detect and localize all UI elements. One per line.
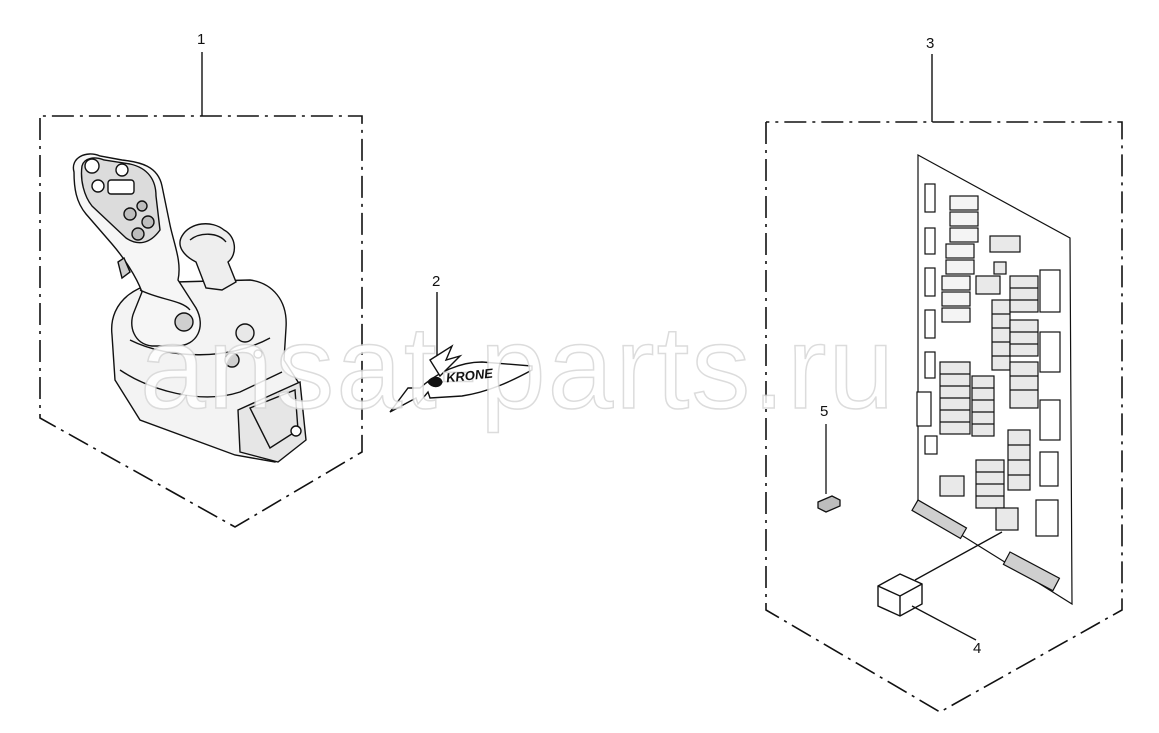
fuse-block-middle (939, 299, 1011, 437)
callout-5: 5 (820, 403, 829, 420)
callout-4: 4 (973, 640, 982, 657)
group-3-boundary (765, 121, 1123, 713)
group-1-boundary (39, 115, 363, 528)
bottom-edge-connectors (911, 499, 1061, 592)
relay-stack-upper (941, 195, 979, 323)
right-connector-column (1035, 269, 1061, 537)
leader-line-4b (911, 605, 977, 641)
callout-1: 1 (197, 31, 206, 48)
krone-logo-decal (389, 344, 533, 413)
callout-2: 2 (432, 273, 441, 290)
fuse-block-lower (939, 429, 1031, 531)
leader-line-4a (914, 531, 1003, 581)
callout-3: 3 (926, 35, 935, 52)
joystick-control-unit (72, 153, 307, 463)
relay-module (877, 573, 923, 617)
blade-fuse (817, 495, 841, 513)
circuit-board (911, 153, 1073, 606)
watermark-text: ansat-parts.ru (139, 301, 896, 435)
left-connector-column (916, 183, 938, 455)
fuse-block-right (975, 235, 1039, 409)
